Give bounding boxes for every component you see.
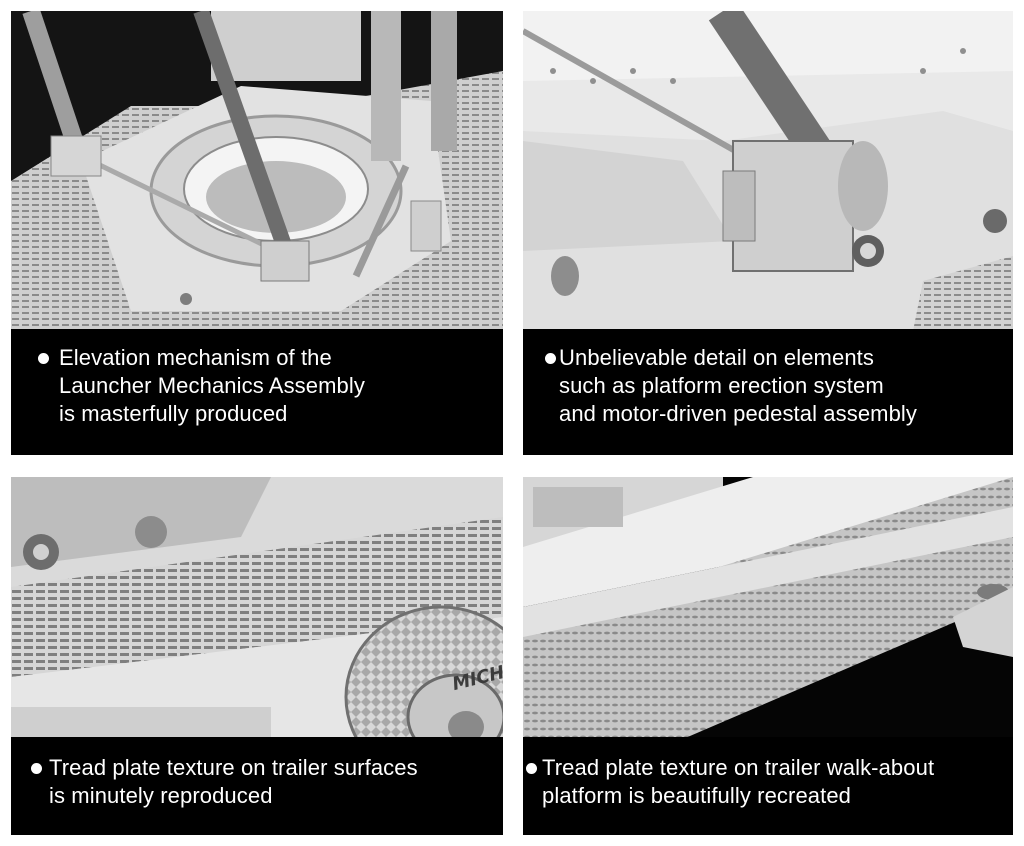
elevation-mechanism-render bbox=[11, 11, 503, 331]
panel-walkabout-platform: Tread plate texture on trailer walk-abou… bbox=[523, 477, 1013, 835]
panel-trailer-surfaces: Tread plate texture on trailer surfaces … bbox=[11, 477, 503, 835]
caption-line: is minutely reproduced bbox=[49, 783, 273, 808]
bullet-icon bbox=[31, 763, 42, 774]
bullet-icon bbox=[545, 353, 556, 364]
bullet-icon bbox=[526, 763, 537, 774]
trailer-surfaces-render bbox=[11, 477, 503, 739]
caption-platform-erection: Unbelievable detail on elements such as … bbox=[523, 329, 1013, 455]
caption-line: Elevation mechanism of the bbox=[59, 345, 332, 370]
panel-elevation-mechanism: Elevation mechanism of the Launcher Mech… bbox=[11, 11, 503, 455]
caption-trailer-surfaces: Tread plate texture on trailer surfaces … bbox=[11, 737, 503, 835]
caption-line: Tread plate texture on trailer surfaces bbox=[49, 755, 418, 780]
walkabout-platform-render bbox=[523, 477, 1013, 739]
platform-erection-render bbox=[523, 11, 1013, 331]
panel-platform-erection: Unbelievable detail on elements such as … bbox=[523, 11, 1013, 455]
caption-line: Unbelievable detail on elements bbox=[559, 345, 874, 370]
caption-line: such as platform erection system bbox=[559, 373, 884, 398]
caption-line: platform is beautifully recreated bbox=[542, 783, 852, 808]
caption-line: is masterfully produced bbox=[59, 401, 288, 426]
bullet-icon bbox=[38, 353, 49, 364]
caption-line: Tread plate texture on trailer walk-abou… bbox=[542, 755, 935, 780]
caption-line: and motor-driven pedestal assembly bbox=[559, 401, 918, 426]
caption-walkabout-platform: Tread plate texture on trailer walk-abou… bbox=[523, 737, 1013, 835]
caption-elevation-mechanism: Elevation mechanism of the Launcher Mech… bbox=[11, 329, 503, 455]
caption-line: Launcher Mechanics Assembly bbox=[59, 373, 365, 398]
